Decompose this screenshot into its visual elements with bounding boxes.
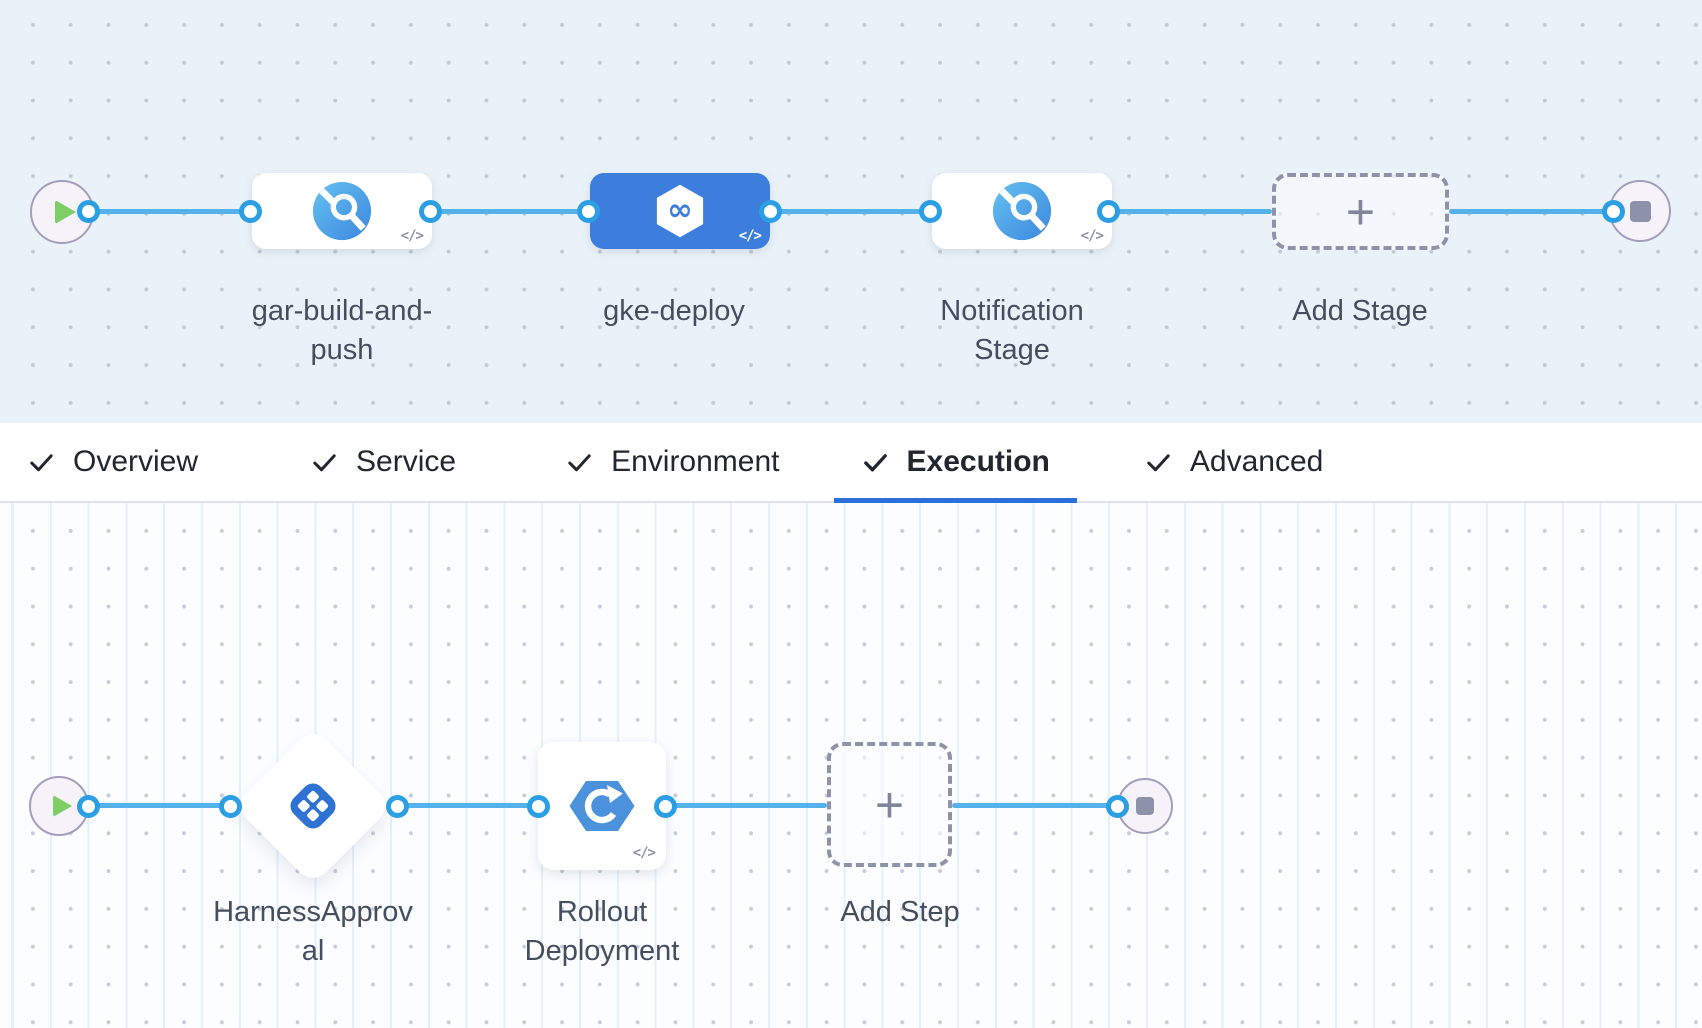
tab-environment[interactable]: Environment bbox=[538, 423, 806, 501]
connector-port bbox=[527, 795, 550, 818]
cd-hexagon-infinity-icon: ∞ bbox=[656, 184, 704, 238]
add-step-label: Add Step bbox=[840, 896, 960, 928]
stage-card-gke-deploy[interactable]: ∞ </> bbox=[590, 173, 770, 249]
connector-port bbox=[239, 200, 262, 223]
tab-label: Overview bbox=[73, 445, 199, 478]
play-icon bbox=[52, 795, 72, 817]
add-stage-button[interactable]: + bbox=[1272, 173, 1449, 250]
execution-canvas: HarnessApprov al </> Rollout Deployment … bbox=[0, 503, 1702, 1028]
step-rollout-deployment[interactable]: </> bbox=[538, 742, 666, 870]
connector-port bbox=[77, 795, 100, 818]
wire bbox=[1449, 209, 1613, 214]
check-icon bbox=[313, 453, 336, 471]
approval-icon bbox=[290, 783, 336, 829]
code-badge: </> bbox=[738, 228, 762, 244]
tab-execution[interactable]: Execution bbox=[833, 423, 1078, 503]
code-badge: </> bbox=[1080, 228, 1104, 244]
wire bbox=[397, 803, 538, 808]
tab-advanced[interactable]: Advanced bbox=[1117, 423, 1350, 501]
step-label: Rollout Deployment bbox=[524, 896, 680, 967]
plus-icon: + bbox=[874, 776, 905, 833]
check-icon bbox=[568, 453, 591, 471]
wire bbox=[1108, 209, 1272, 214]
code-badge: </> bbox=[400, 228, 424, 244]
ci-build-icon bbox=[992, 181, 1052, 241]
connector-port bbox=[419, 200, 442, 223]
plus-icon: + bbox=[1345, 183, 1376, 240]
stage-card-notification-stage[interactable]: </> bbox=[932, 173, 1112, 249]
tab-label: Execution bbox=[906, 445, 1050, 478]
add-stage-label: Add Stage bbox=[1292, 295, 1428, 327]
play-icon bbox=[54, 200, 76, 224]
check-icon bbox=[30, 453, 53, 471]
wire bbox=[430, 209, 588, 214]
stage-card-gar-build-and-push[interactable]: </> bbox=[252, 173, 432, 249]
check-icon bbox=[863, 453, 887, 471]
rollout-deployment-icon bbox=[569, 781, 635, 831]
cd-infinity-glyph: ∞ bbox=[667, 192, 693, 228]
step-label: HarnessApprov al bbox=[213, 896, 413, 967]
connector-port bbox=[1106, 795, 1129, 818]
stage-label: Notification Stage bbox=[940, 295, 1084, 366]
connector-port bbox=[1602, 200, 1625, 223]
code-badge: </> bbox=[632, 845, 656, 861]
wire bbox=[88, 209, 250, 214]
connector-port bbox=[759, 200, 782, 223]
stage-canvas: </> gar-build-and- push ∞ </> gke-deploy… bbox=[0, 0, 1702, 423]
stop-icon bbox=[1629, 200, 1651, 222]
tab-label: Environment bbox=[611, 445, 780, 478]
connector-port bbox=[77, 200, 100, 223]
connector-port bbox=[919, 200, 942, 223]
wire bbox=[770, 209, 930, 214]
wire bbox=[88, 803, 230, 808]
wire bbox=[665, 803, 827, 808]
add-step-button[interactable]: + bbox=[827, 742, 952, 867]
wire bbox=[952, 803, 1117, 808]
tab-label: Service bbox=[356, 445, 457, 478]
tab-service[interactable]: Service bbox=[283, 423, 483, 501]
connector-port bbox=[654, 795, 677, 818]
stage-label: gke-deploy bbox=[603, 295, 745, 327]
stage-config-tabbar: Overview Service Environment Execution A… bbox=[0, 423, 1702, 503]
tab-overview[interactable]: Overview bbox=[0, 423, 225, 501]
ci-build-icon bbox=[312, 181, 372, 241]
check-icon bbox=[1147, 453, 1170, 471]
step-harness-approval[interactable] bbox=[233, 726, 393, 886]
connector-port bbox=[577, 200, 600, 223]
stop-icon bbox=[1136, 797, 1154, 815]
connector-port bbox=[1097, 200, 1120, 223]
connector-port bbox=[386, 795, 409, 818]
stage-label: gar-build-and- push bbox=[251, 295, 433, 366]
connector-port bbox=[219, 795, 242, 818]
tab-label: Advanced bbox=[1189, 445, 1324, 478]
